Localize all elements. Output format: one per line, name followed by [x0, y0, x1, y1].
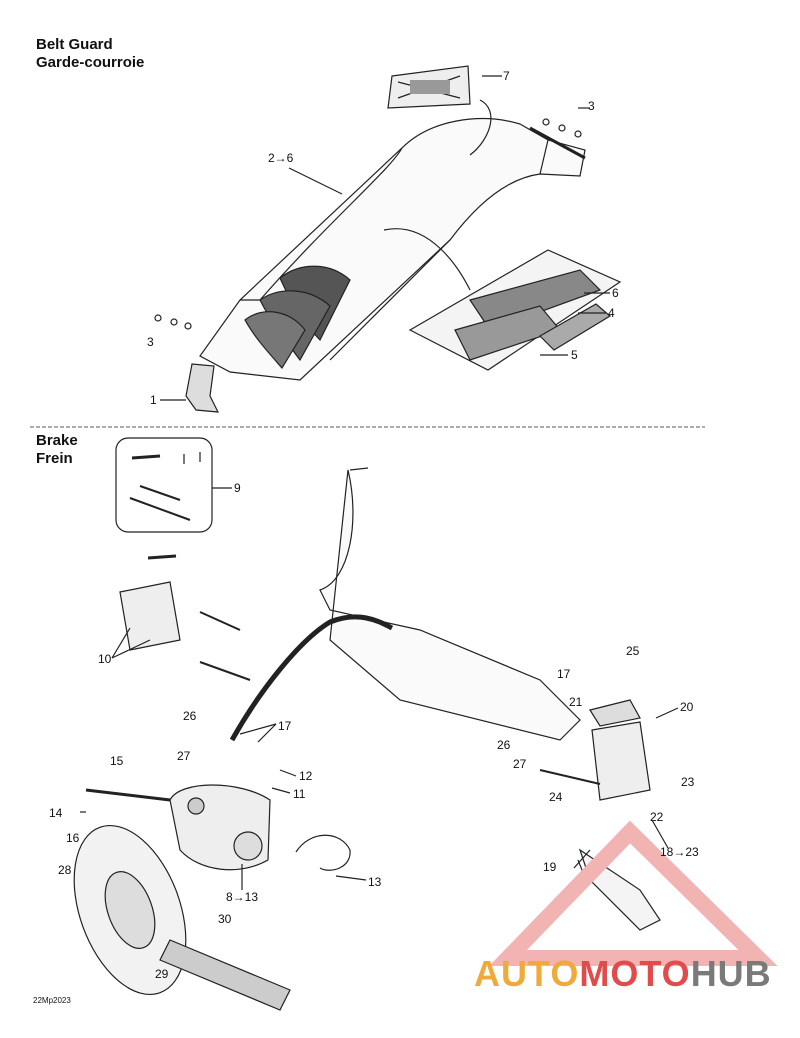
- callout-6: 6: [612, 286, 619, 300]
- caliper-8-13: [85, 784, 271, 871]
- callout-27-left: 27: [177, 749, 191, 763]
- guard-bracket-1: [185, 363, 220, 413]
- callout-3-left: 3: [147, 335, 154, 349]
- callout-26-left: 26: [183, 709, 197, 723]
- brake-title-fr: Frein: [36, 450, 73, 467]
- callout-10: 10: [98, 652, 112, 666]
- callout-14: 14: [49, 806, 63, 820]
- callout-1: 1: [150, 393, 157, 407]
- belt-guard-title-fr: Garde-courroie: [36, 54, 145, 71]
- callout-22: 22: [650, 810, 664, 824]
- callout-13: 13: [368, 875, 382, 889]
- figure-code: 22Mp2023: [33, 996, 71, 1005]
- kit-9-frame: [115, 437, 213, 533]
- watermark-auto: AUTO: [474, 953, 580, 994]
- label-sheets-4-5-6: [408, 249, 622, 371]
- callout-23: 23: [681, 775, 695, 789]
- callout-8-13: 8→13: [226, 890, 259, 904]
- callout-12: 12: [299, 769, 313, 783]
- guard-vents: [244, 265, 351, 370]
- callout-11: 11: [293, 787, 306, 801]
- callout-18-23: 18→23: [660, 845, 699, 859]
- belt-guard-title-en: Belt Guard: [36, 36, 113, 53]
- brake-disc-28: [73, 824, 187, 996]
- callout-20: 20: [680, 700, 694, 714]
- callout-4: 4: [608, 306, 615, 320]
- callout-19: 19: [543, 860, 557, 874]
- handlebar: [319, 467, 581, 741]
- callout-27-right: 27: [513, 757, 527, 771]
- callout-26-right: 26: [497, 738, 511, 752]
- watermark-moto: MOTO: [579, 953, 691, 994]
- callout-30: 30: [218, 912, 232, 926]
- callout-21: 21: [569, 695, 583, 709]
- callout-29: 29: [155, 967, 169, 981]
- brake-hose-17: [229, 614, 394, 742]
- callout-17-right: 17: [557, 667, 571, 681]
- brake-title-en: Brake: [36, 432, 78, 449]
- belt-guard-title: Belt Guard Garde-courroie: [36, 36, 144, 72]
- callout-28: 28: [58, 863, 72, 877]
- bracket-10: [119, 554, 251, 681]
- guard-hardware-3: [154, 118, 586, 330]
- callout-24: 24: [549, 790, 563, 804]
- brake-title: Brake Frein: [36, 432, 78, 468]
- callout-25: 25: [626, 644, 640, 658]
- callout-2-6: 2→6: [268, 151, 294, 165]
- watermark-hub: HUB: [690, 953, 772, 994]
- line-13: [295, 834, 351, 871]
- axle-shaft: [159, 939, 291, 1011]
- callout-17-left: 17: [278, 719, 292, 733]
- label-sheet-7: [387, 65, 471, 109]
- watermark-text: AUTOMOTOHUB: [474, 954, 772, 994]
- callout-5: 5: [571, 348, 578, 362]
- callout-15: 15: [110, 754, 124, 768]
- callout-16: 16: [66, 831, 80, 845]
- callout-7: 7: [503, 69, 510, 83]
- callout-9: 9: [234, 481, 241, 495]
- callout-3-top: 3: [588, 99, 595, 113]
